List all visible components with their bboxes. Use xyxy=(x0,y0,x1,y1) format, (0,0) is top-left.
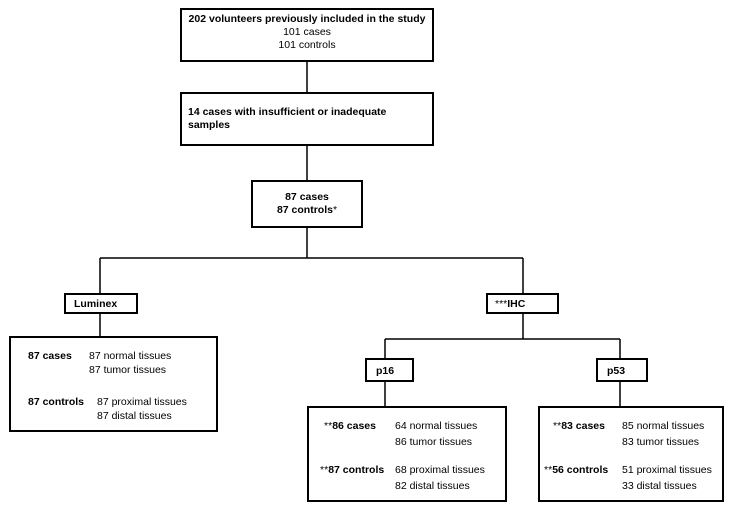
p16-controls-row: **87 controls xyxy=(320,464,384,477)
luminex-cases-tumor: 87 tumor tissues xyxy=(89,364,167,376)
box-p16-label: p16 xyxy=(365,358,414,382)
luminex-label: Luminex xyxy=(74,298,118,310)
p53-controls-label: 56 controls xyxy=(552,464,609,476)
initial-controls: 101 controls xyxy=(278,39,336,51)
box-p53-details: **83 cases 85 normal tissues 83 tumor ti… xyxy=(538,406,724,502)
luminex-controls-proximal: 87 proximal tissues xyxy=(97,396,187,408)
box-initial-volunteers: 202 volunteers previously included in th… xyxy=(180,8,434,62)
excluded-line-2: samples xyxy=(188,119,231,131)
initial-title: 202 volunteers previously included in th… xyxy=(188,13,426,25)
p16-controls-proximal: 68 proximal tissues xyxy=(395,464,485,476)
included-controls: 87 controls xyxy=(276,204,333,216)
p16-cases-row: **86 cases xyxy=(324,420,376,433)
p16-controls-distal: 82 distal tissues xyxy=(395,480,470,492)
luminex-controls-label: 87 controls xyxy=(28,396,85,408)
p53-label: p53 xyxy=(607,365,626,377)
ihc-prefix: *** xyxy=(495,298,508,310)
box-ihc-label: ***IHC xyxy=(486,293,559,314)
p16-cases-label: 86 cases xyxy=(332,420,376,432)
box-luminex-label: Luminex xyxy=(64,293,138,314)
p53-cases-prefix: ** xyxy=(553,420,562,432)
p53-cases-tumor: 83 tumor tissues xyxy=(622,436,700,448)
p16-cases-tumor: 86 tumor tissues xyxy=(395,436,473,448)
p16-controls-label: 87 controls xyxy=(328,464,385,476)
p53-controls-row: **56 controls xyxy=(544,464,608,477)
box-p53-label: p53 xyxy=(596,358,648,382)
box-p16-details: **86 cases 64 normal tissues 86 tumor ti… xyxy=(307,406,507,502)
p53-controls-prefix: ** xyxy=(544,464,553,476)
p16-controls-prefix: ** xyxy=(320,464,329,476)
p53-cases-label: 83 cases xyxy=(561,420,605,432)
p53-cases-normal: 85 normal tissues xyxy=(622,420,705,432)
luminex-controls-distal: 87 distal tissues xyxy=(97,410,172,422)
p16-label: p16 xyxy=(376,365,395,377)
p16-cases-prefix: ** xyxy=(324,420,333,432)
p53-cases-row: **83 cases xyxy=(553,420,605,433)
included-controls-mark: * xyxy=(332,204,338,216)
ihc-label: IHC xyxy=(507,298,526,310)
box-included: 87 cases 87 controls* xyxy=(251,180,363,228)
box-excluded-cases: 14 cases with insufficient or inadequate… xyxy=(180,92,434,146)
included-cases: 87 cases xyxy=(285,191,329,203)
initial-cases: 101 cases xyxy=(283,26,331,38)
p53-controls-distal: 33 distal tissues xyxy=(622,480,697,492)
box-luminex-details: 87 cases 87 normal tissues 87 tumor tiss… xyxy=(9,336,218,432)
included-controls-line: 87 controls* xyxy=(253,204,361,217)
luminex-cases-normal: 87 normal tissues xyxy=(89,350,172,362)
p16-cases-normal: 64 normal tissues xyxy=(395,420,478,432)
luminex-cases-label: 87 cases xyxy=(28,350,72,362)
p53-controls-proximal: 51 proximal tissues xyxy=(622,464,712,476)
excluded-line-1: 14 cases with insufficient or inadequate xyxy=(188,106,387,118)
